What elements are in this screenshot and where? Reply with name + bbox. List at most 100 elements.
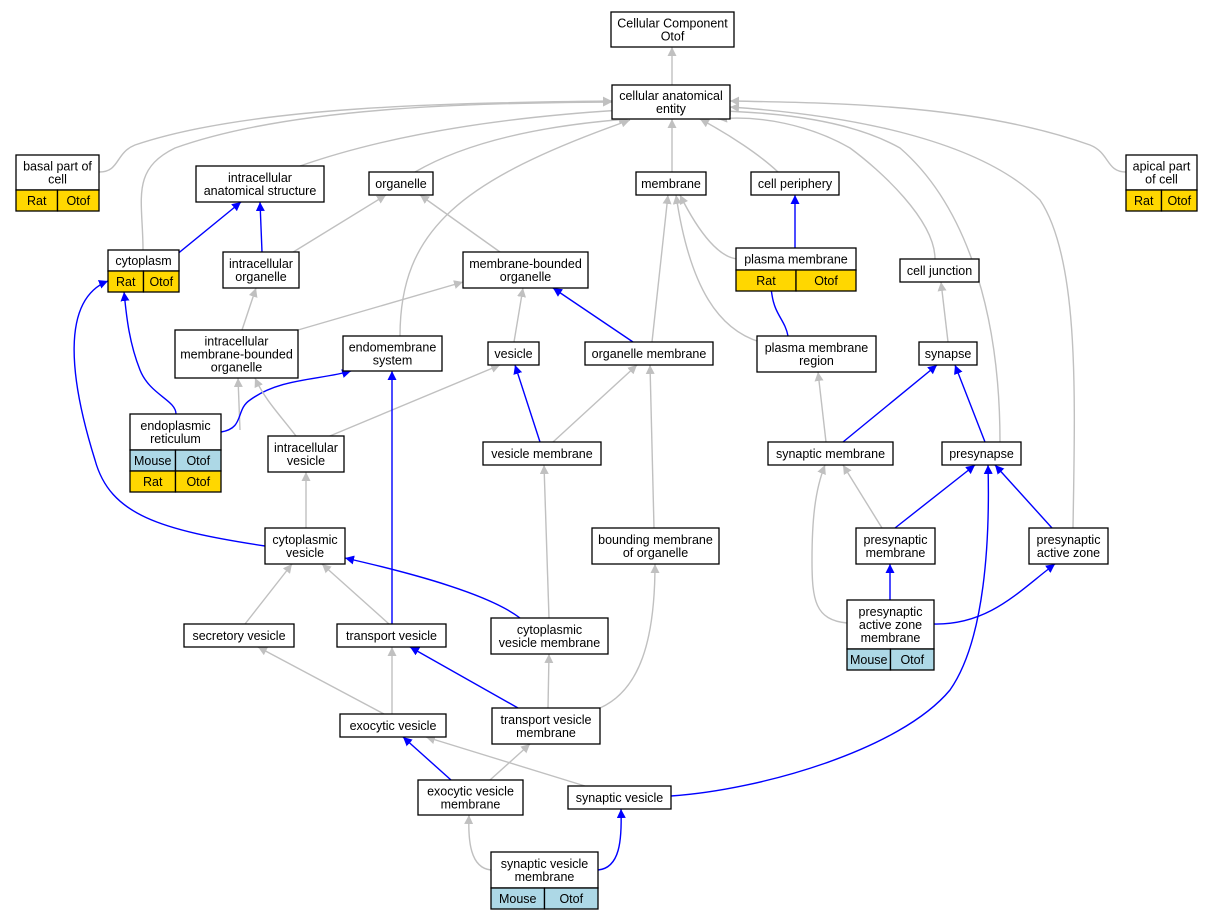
- node-box: [635, 171, 707, 196]
- node-synv[interactable]: synaptic vesicle: [567, 785, 672, 810]
- node-label: presynaptic: [864, 533, 928, 547]
- node-synapse[interactable]: synapse: [918, 341, 978, 366]
- edge-pm-to-membrane-is-a: [679, 194, 739, 260]
- annotation-species: Rat: [1134, 194, 1154, 208]
- node-label: presynaptic: [859, 605, 923, 619]
- node-vesicle[interactable]: vesicle: [487, 341, 540, 366]
- edge-apical-to-cae-is-a: [729, 96, 1127, 173]
- node-box: [487, 341, 540, 366]
- node-label: organelle: [235, 270, 286, 284]
- node-label: membrane: [441, 798, 501, 812]
- node-box: [222, 251, 300, 289]
- node-organelle[interactable]: organelle: [368, 171, 434, 196]
- annotation-gene-cell: [56, 189, 100, 212]
- edge-synv-to-ev-is-a: [425, 735, 586, 787]
- node-periphery[interactable]: cell periphery: [750, 171, 840, 196]
- node-vm[interactable]: vesicle membrane: [482, 441, 602, 466]
- node-label: synaptic vesicle: [501, 857, 589, 871]
- node-label: presynaptic: [1037, 533, 1101, 547]
- node-label: organelle: [375, 177, 426, 191]
- annotation-species: Rat: [756, 274, 776, 288]
- node-label: vesicle: [286, 546, 324, 560]
- node-ev[interactable]: exocytic vesicle: [339, 713, 447, 738]
- node-label: synapse: [925, 347, 972, 361]
- node-om[interactable]: organelle membrane: [584, 341, 714, 366]
- node-tv[interactable]: transport vesicle: [336, 623, 447, 648]
- annotation-gene-cell: [142, 270, 180, 293]
- node-box: [750, 171, 840, 196]
- node-label: transport vesicle: [346, 629, 437, 643]
- edge-junction-to-cae-is-a: [717, 113, 936, 260]
- node-box: [368, 171, 434, 196]
- node-label: synaptic vesicle: [576, 791, 664, 805]
- node-box: [462, 251, 589, 289]
- edge-cv-to-cytoplasm-part-of: [73, 280, 266, 547]
- node-box: [941, 441, 1022, 466]
- node-label: membrane-bounded: [469, 257, 582, 271]
- edge-pazm-to-synm-is-a: [811, 464, 848, 624]
- node-membrane[interactable]: membrane: [635, 171, 707, 196]
- node-box: [567, 785, 672, 810]
- node-sv[interactable]: secretory vesicle: [183, 623, 295, 648]
- node-label: plasma membrane: [765, 341, 869, 355]
- node-label: membrane: [516, 726, 576, 740]
- node-box: [336, 623, 447, 648]
- edge-cvm-to-vm-is-a: [539, 464, 550, 619]
- node-synm[interactable]: synaptic membrane: [767, 441, 894, 466]
- annotation-gene: Otof: [186, 475, 210, 489]
- edge-sv-to-cv-is-a: [244, 563, 293, 625]
- node-box: [195, 165, 325, 203]
- node-label: of organelle: [623, 546, 688, 560]
- node-box: [1028, 527, 1109, 565]
- node-label: exocytic vesicle: [427, 785, 514, 799]
- edge-svm-to-synv-part-of: [597, 808, 626, 871]
- node-box: [899, 258, 980, 283]
- edges-layer: [73, 47, 1127, 871]
- node-box: [129, 413, 222, 451]
- edge-imbo-to-io-is-a: [241, 287, 258, 331]
- node-label: region: [799, 354, 834, 368]
- node-junction[interactable]: cell junction: [899, 258, 980, 283]
- node-label: synaptic membrane: [776, 447, 885, 461]
- node-box: [183, 623, 295, 648]
- node-box: [264, 527, 346, 565]
- annotation-gene: Otof: [149, 275, 173, 289]
- node-label: vesicle: [287, 454, 325, 468]
- edge-er-to-cytoplasm-part-of: [120, 291, 177, 415]
- node-label: membrane-bounded: [180, 348, 293, 362]
- edge-vm-to-om-is-a: [552, 364, 638, 443]
- node-label: organelle: [500, 270, 551, 284]
- node-label: endoplasmic: [140, 419, 210, 433]
- node-box: [417, 779, 524, 816]
- node-presyn[interactable]: presynapse: [941, 441, 1022, 466]
- node-label: intracellular: [274, 441, 338, 455]
- node-box: [267, 435, 345, 473]
- node-label: transport vesicle: [500, 713, 591, 727]
- node-label: organelle: [211, 361, 262, 375]
- edge-endo-to-cae-is-a: [399, 118, 631, 337]
- edge-cytoplasm-to-cae-is-a: [140, 97, 613, 251]
